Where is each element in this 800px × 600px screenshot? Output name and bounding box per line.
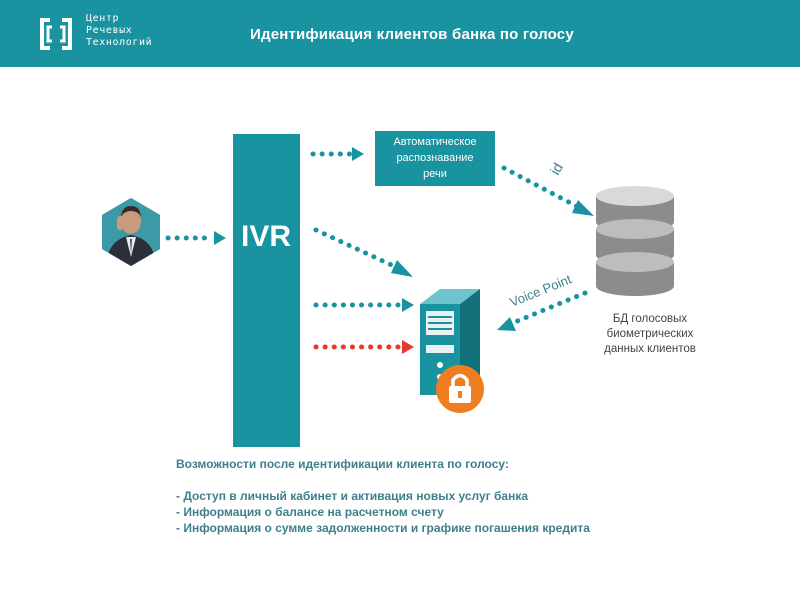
asr-box [375,131,495,186]
capability-item: - Информация о балансе на расчетном счет… [176,505,444,519]
asr-label-line: Автоматическое [393,136,476,148]
capability-item: - Доступ в личный кабинет и активация но… [176,489,529,503]
db-label-line: данных клиентов [604,343,696,355]
logo-line: Технологий [86,37,153,48]
lock-icon [436,365,484,413]
logo-text: Центр Речевых Технологий [86,13,176,49]
person-photo [102,198,160,266]
ivr-label: IVR [241,220,291,253]
db-label-line: биометрических [607,328,694,340]
header-bar: Центр Речевых Технологий Идентификация к… [0,0,800,67]
arrow-ivr-to-server-diagonal [313,227,413,277]
logo-bracket-icon [40,18,72,50]
db-label-line: БД голосовых [613,313,688,325]
arrow-ivr-to-server-red [313,340,414,354]
ivr-block [233,134,300,447]
asr-label-line: речи [423,168,447,180]
arrow-ivr-to-asr [310,147,364,161]
arrow-ivr-to-server [313,298,414,312]
page-title: Идентификация клиентов банка по голосу [250,26,574,43]
ivr-diagram: IVR Автоматическое распознавание речи id… [102,131,696,447]
capabilities-block: Возможности после идентификации клиента … [176,456,776,536]
arrow-person-to-ivr [165,231,226,245]
database-icon [596,186,674,296]
arrow-id-label: id [547,160,566,177]
arrow-db-to-server [497,290,588,331]
logo-line: Центр [86,13,120,24]
logo-line: Речевых [86,25,133,36]
arrow-voicepoint-label: Voice Point [508,271,574,309]
capability-item: - Информация о сумме задолженности и гра… [176,521,590,535]
capabilities-title: Возможности после идентификации клиента … [176,457,509,471]
asr-label-line: распознавание [396,152,473,164]
arrow-asr-to-db [501,165,594,216]
